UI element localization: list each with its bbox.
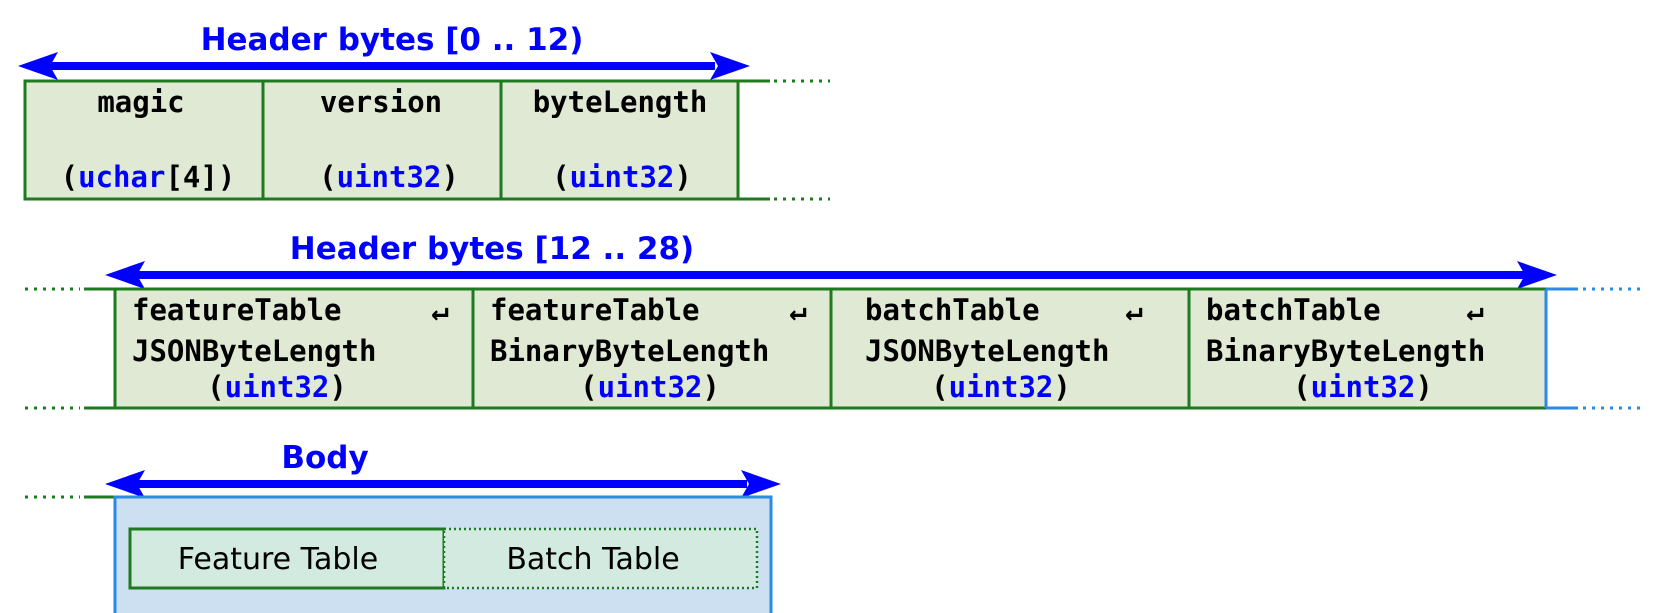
field-name-line-1: batchTable: [865, 293, 1040, 327]
field-type: (uint32): [319, 160, 459, 194]
field-name: magic: [97, 85, 184, 119]
field-name-line-2: BinaryByteLength: [490, 334, 769, 368]
field-version: version (uint32): [319, 85, 459, 194]
field-type: (uint32): [552, 160, 692, 194]
header-section-1: Header bytes [0 .. 12) magic (uchar[4]) …: [18, 22, 830, 201]
header-1-span-arrow: [18, 52, 750, 80]
field-name-line-1: featureTable: [490, 293, 700, 327]
body-title: Body: [281, 440, 368, 476]
field-type: (uint32): [931, 370, 1071, 404]
field-batch-table-json-byte-length: batchTable ↵ JSONByteLength (uint32): [865, 293, 1143, 404]
field-feature-table-binary-byte-length: featureTable ↵ BinaryByteLength (uint32): [490, 293, 807, 404]
field-name-line-1: featureTable: [132, 293, 342, 327]
batch-table-label: Batch Table: [506, 542, 679, 577]
field-type: (uint32): [1293, 370, 1433, 404]
header-2-title: Header bytes [12 .. 28): [290, 231, 694, 267]
field-name: version: [320, 85, 442, 119]
field-name: byteLength: [533, 85, 708, 119]
field-type: (uint32): [580, 370, 720, 404]
body-span-arrow: [105, 470, 781, 498]
field-byte-length: byteLength (uint32): [533, 85, 708, 194]
feature-table-label: Feature Table: [178, 542, 378, 577]
line-continuation-icon: ↵: [1125, 293, 1142, 327]
feature-table-box: [128, 527, 446, 590]
batch-table-box: [442, 527, 759, 590]
field-type: (uchar[4]): [61, 160, 236, 194]
body-section: Body Feature Table Batch Table: [25, 440, 781, 613]
field-name-line-1: batchTable: [1206, 293, 1381, 327]
header-1-cells: [23, 79, 740, 201]
field-name-line-2: JSONByteLength: [865, 334, 1109, 368]
field-batch-table-binary-byte-length: batchTable ↵ BinaryByteLength (uint32): [1206, 293, 1485, 404]
field-feature-table-json-byte-length: featureTable ↵ JSONByteLength (uint32): [132, 293, 449, 404]
field-type: (uint32): [207, 370, 347, 404]
line-continuation-icon: ↵: [789, 293, 806, 327]
header-2-span-arrow: [105, 261, 1557, 289]
line-continuation-icon: ↵: [431, 293, 448, 327]
field-magic: magic (uchar[4]): [61, 85, 236, 194]
header-section-2: Header bytes [12 .. 28) featureTable ↵ J…: [25, 231, 1640, 410]
field-name-line-2: BinaryByteLength: [1206, 334, 1485, 368]
field-name-line-2: JSONByteLength: [132, 334, 376, 368]
line-continuation-icon: ↵: [1466, 293, 1483, 327]
header-1-title: Header bytes [0 .. 12): [201, 22, 584, 58]
